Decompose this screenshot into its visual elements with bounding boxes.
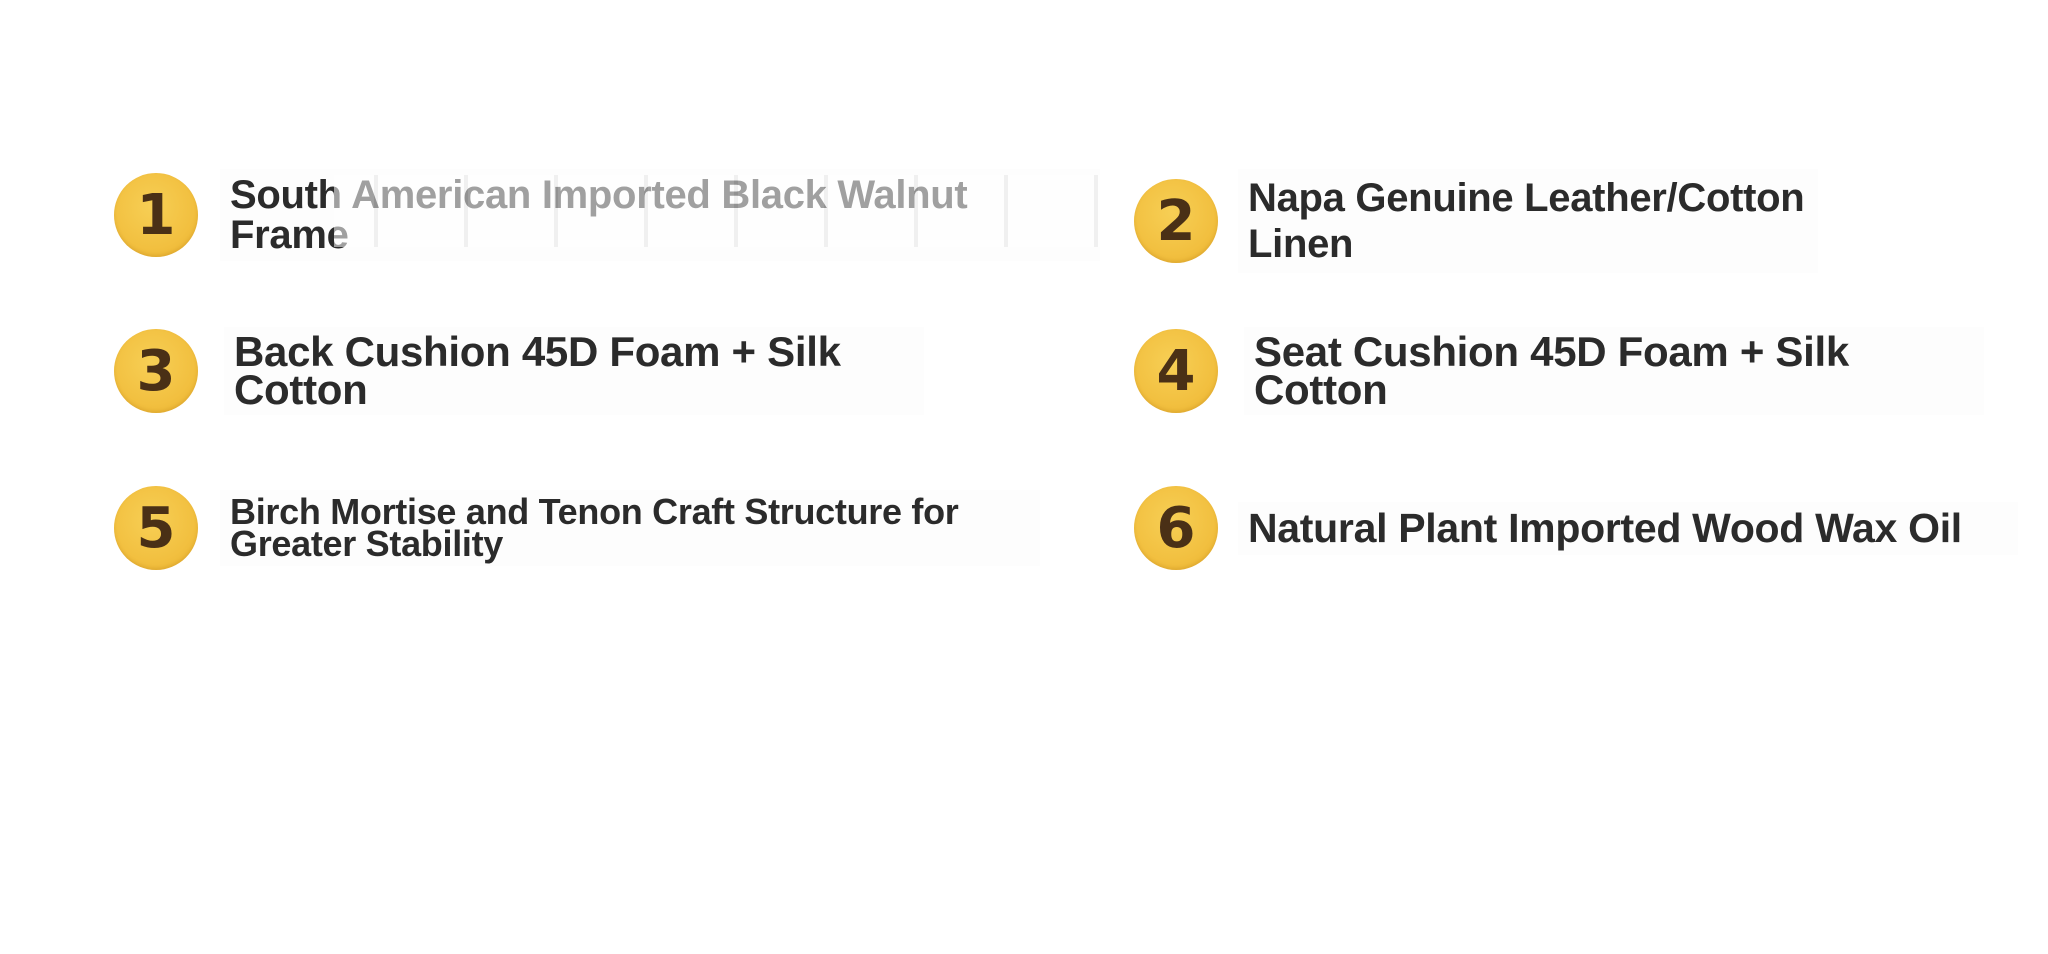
feature-item-6: 6 Natural Plant Imported Wood Wax Oil	[1134, 486, 2018, 570]
feature-label-box: Seat Cushion 45D Foam + Silk Cotton	[1244, 327, 1984, 415]
feature-item-1: 1 South American Imported Black Walnut F…	[114, 169, 1164, 261]
feature-label-box: Napa Genuine Leather/Cotton Linen	[1238, 169, 1818, 273]
feature-text: Napa Genuine Leather/Cotton Linen	[1248, 176, 1805, 266]
badge-number: 4	[1156, 338, 1196, 404]
badge-number: 2	[1156, 189, 1196, 254]
feature-text: Seat Cushion 45D Foam + Silk Cotton	[1254, 328, 1849, 413]
number-badge-icon: 6	[1134, 486, 1218, 570]
feature-text: Natural Plant Imported Wood Wax Oil	[1248, 504, 1962, 551]
feature-item-3: 3 Back Cushion 45D Foam + Silk Cotton	[114, 327, 924, 415]
number-badge-icon: 2	[1134, 179, 1218, 263]
feature-item-4: 4 Seat Cushion 45D Foam + Silk Cotton	[1134, 327, 1984, 415]
badge-number: 5	[136, 496, 176, 561]
decorative-strip	[334, 175, 1164, 247]
feature-text: Back Cushion 45D Foam + Silk Cotton	[234, 328, 841, 413]
feature-label-box: Back Cushion 45D Foam + Silk Cotton	[224, 327, 924, 415]
number-badge-icon: 5	[114, 486, 198, 570]
badge-number: 6	[1156, 496, 1196, 561]
badge-number: 3	[136, 338, 176, 404]
number-badge-icon: 3	[114, 328, 198, 413]
badge-number: 1	[136, 183, 176, 248]
feature-label-box: Birch Mortise and Tenon Craft Structure …	[220, 489, 1040, 567]
feature-item-5: 5 Birch Mortise and Tenon Craft Structur…	[114, 486, 1040, 570]
number-badge-icon: 4	[1134, 328, 1218, 413]
feature-label-box: Natural Plant Imported Wood Wax Oil	[1238, 501, 2018, 555]
feature-text: Birch Mortise and Tenon Craft Structure …	[230, 490, 959, 564]
feature-item-2: 2 Napa Genuine Leather/Cotton Linen	[1134, 169, 1818, 273]
number-badge-icon: 1	[114, 173, 198, 257]
